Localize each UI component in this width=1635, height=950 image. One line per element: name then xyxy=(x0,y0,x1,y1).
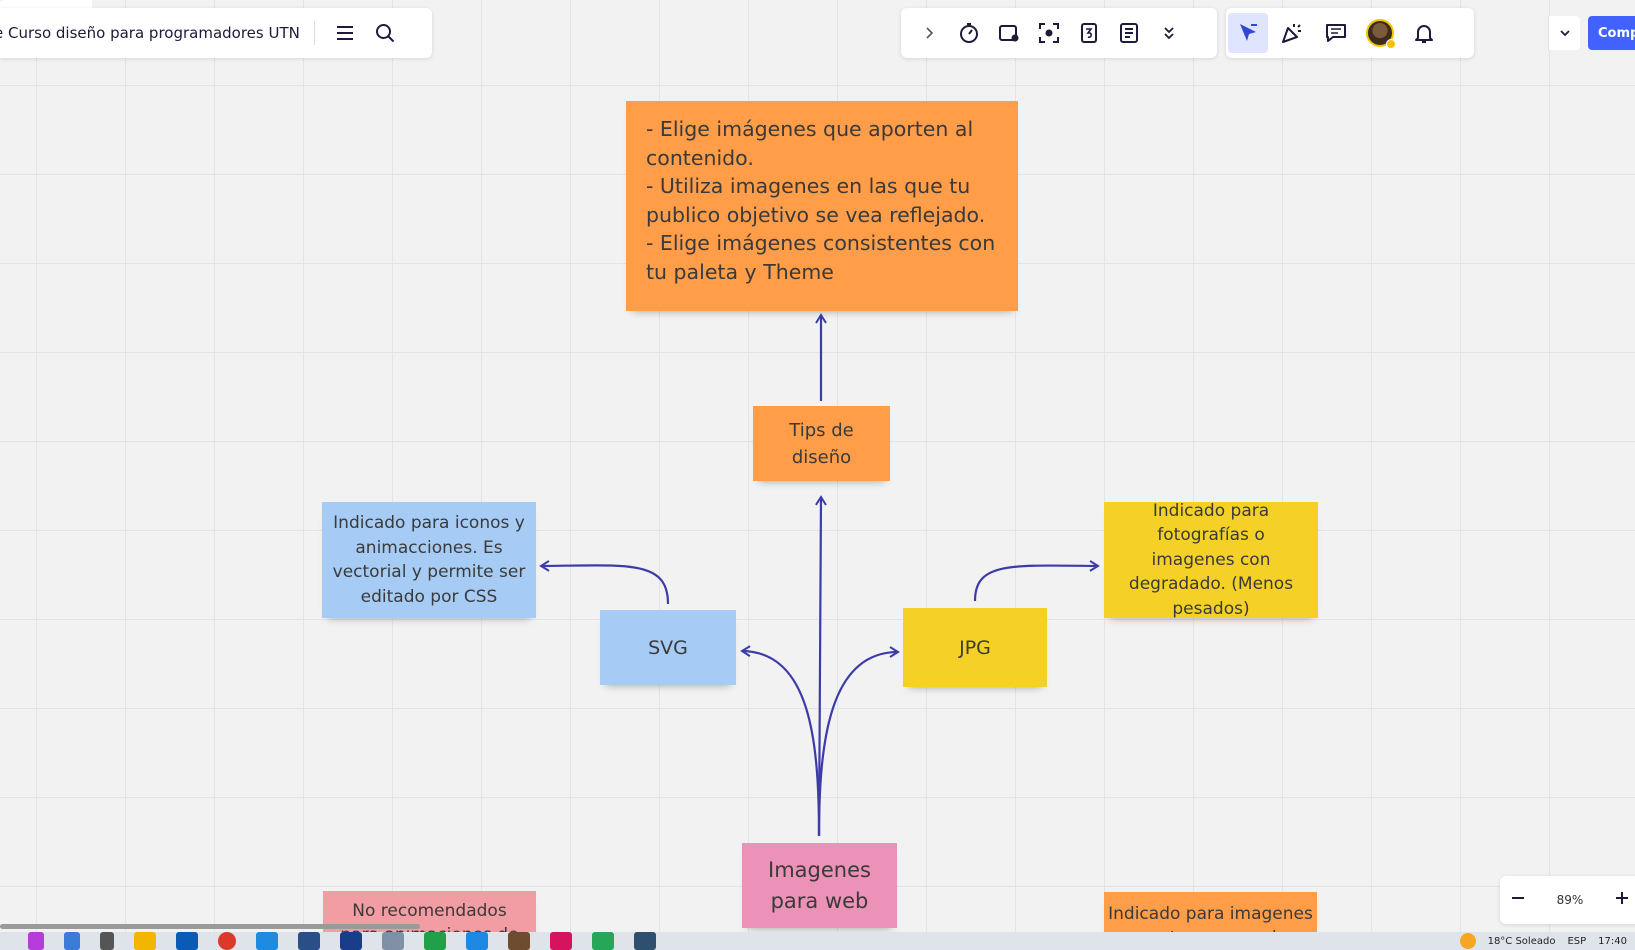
copilot-icon[interactable] xyxy=(28,932,44,950)
arrow-root-to-svg[interactable] xyxy=(740,645,821,837)
sticky-note-jpg[interactable]: JPG xyxy=(903,608,1047,687)
collaboration-toolbar xyxy=(1226,8,1474,58)
focus-icon[interactable] xyxy=(1029,13,1069,53)
drive-icon[interactable] xyxy=(592,932,614,950)
store-icon[interactable] xyxy=(64,932,80,950)
clock[interactable]: 17:40 xyxy=(1598,935,1627,947)
video-icon[interactable] xyxy=(989,13,1029,53)
task-view-icon[interactable] xyxy=(100,932,114,950)
sticky-note-root[interactable]: Imagenes para web xyxy=(742,843,897,928)
arrow-svg-to-desc[interactable] xyxy=(539,560,670,605)
os-taskbar: 18°C Soleado ESP 17:40 xyxy=(0,932,1635,950)
plus-icon xyxy=(1615,892,1628,904)
vscode-icon[interactable] xyxy=(466,932,488,950)
timer-icon[interactable] xyxy=(949,13,989,53)
language-indicator[interactable]: ESP xyxy=(1567,935,1587,947)
chrome-icon[interactable] xyxy=(218,932,236,950)
pycharm-icon[interactable] xyxy=(424,932,446,950)
present-dropdown[interactable] xyxy=(1548,16,1580,50)
comment-icon[interactable] xyxy=(1316,13,1356,53)
weather-text[interactable]: 18°C Soleado xyxy=(1487,935,1556,947)
search-icon[interactable] xyxy=(365,13,405,53)
app-icon-1[interactable] xyxy=(256,932,278,950)
cursor-icon[interactable] xyxy=(1228,13,1268,53)
zoom-level[interactable]: 89% xyxy=(1556,893,1584,907)
arrow-root-to-jpg[interactable] xyxy=(817,646,900,837)
arrow-root-to-tips[interactable] xyxy=(815,495,827,837)
notes-icon[interactable] xyxy=(1109,13,1149,53)
bell-icon[interactable] xyxy=(1404,13,1444,53)
app-icon-2[interactable] xyxy=(298,932,320,950)
zoom-in-button[interactable] xyxy=(1614,890,1630,910)
sticky-note-svg[interactable]: SVG xyxy=(600,610,736,685)
premium-badge-icon xyxy=(1386,39,1396,49)
zoom-out-button[interactable] xyxy=(1510,890,1526,910)
sticky-note-svg-description[interactable]: Indicado para iconos y animacciones. Es … xyxy=(322,502,536,618)
toolbar-divider xyxy=(313,21,315,45)
zoom-control: 89% xyxy=(1500,876,1635,924)
menu-icon[interactable] xyxy=(325,13,365,53)
sticky-note-tips-label[interactable]: Tips de diseño xyxy=(753,406,890,481)
arrow-jpg-to-desc[interactable] xyxy=(973,560,1100,602)
user-avatar[interactable] xyxy=(1360,13,1400,53)
chevron-down-icon xyxy=(1559,30,1570,37)
horizontal-scrollbar[interactable] xyxy=(0,924,420,929)
mail-icon[interactable] xyxy=(176,932,198,950)
board-toolbar: e Curso diseño para programadores UTN xyxy=(0,8,432,58)
celebrate-icon[interactable] xyxy=(1272,13,1312,53)
tools-toolbar xyxy=(901,8,1217,58)
board-title[interactable]: e Curso diseño para programadores UTN xyxy=(0,24,300,42)
folder-icon[interactable] xyxy=(134,932,156,950)
double-chevron-down-icon[interactable] xyxy=(1149,13,1189,53)
minus-icon xyxy=(1512,897,1524,899)
sun-icon xyxy=(1459,933,1476,949)
app-icon-5[interactable] xyxy=(508,932,530,950)
avatar xyxy=(1366,19,1396,49)
app-icon-6[interactable] xyxy=(550,932,572,950)
share-button[interactable]: Compa xyxy=(1588,16,1635,50)
app-icon-3[interactable] xyxy=(340,932,362,950)
sticky-note-tips-content[interactable]: - Elige imágenes que aporten al contenid… xyxy=(626,101,1018,311)
sticky-note-jpg-description[interactable]: Indicado para fotografías o imagenes con… xyxy=(1104,501,1318,619)
app-icon-4[interactable] xyxy=(382,932,404,950)
app-icon-7[interactable] xyxy=(634,932,656,950)
voting-icon[interactable] xyxy=(1069,13,1109,53)
chevron-right-icon[interactable] xyxy=(909,13,949,53)
system-tray: 18°C Soleado ESP 17:40 xyxy=(1459,932,1627,950)
